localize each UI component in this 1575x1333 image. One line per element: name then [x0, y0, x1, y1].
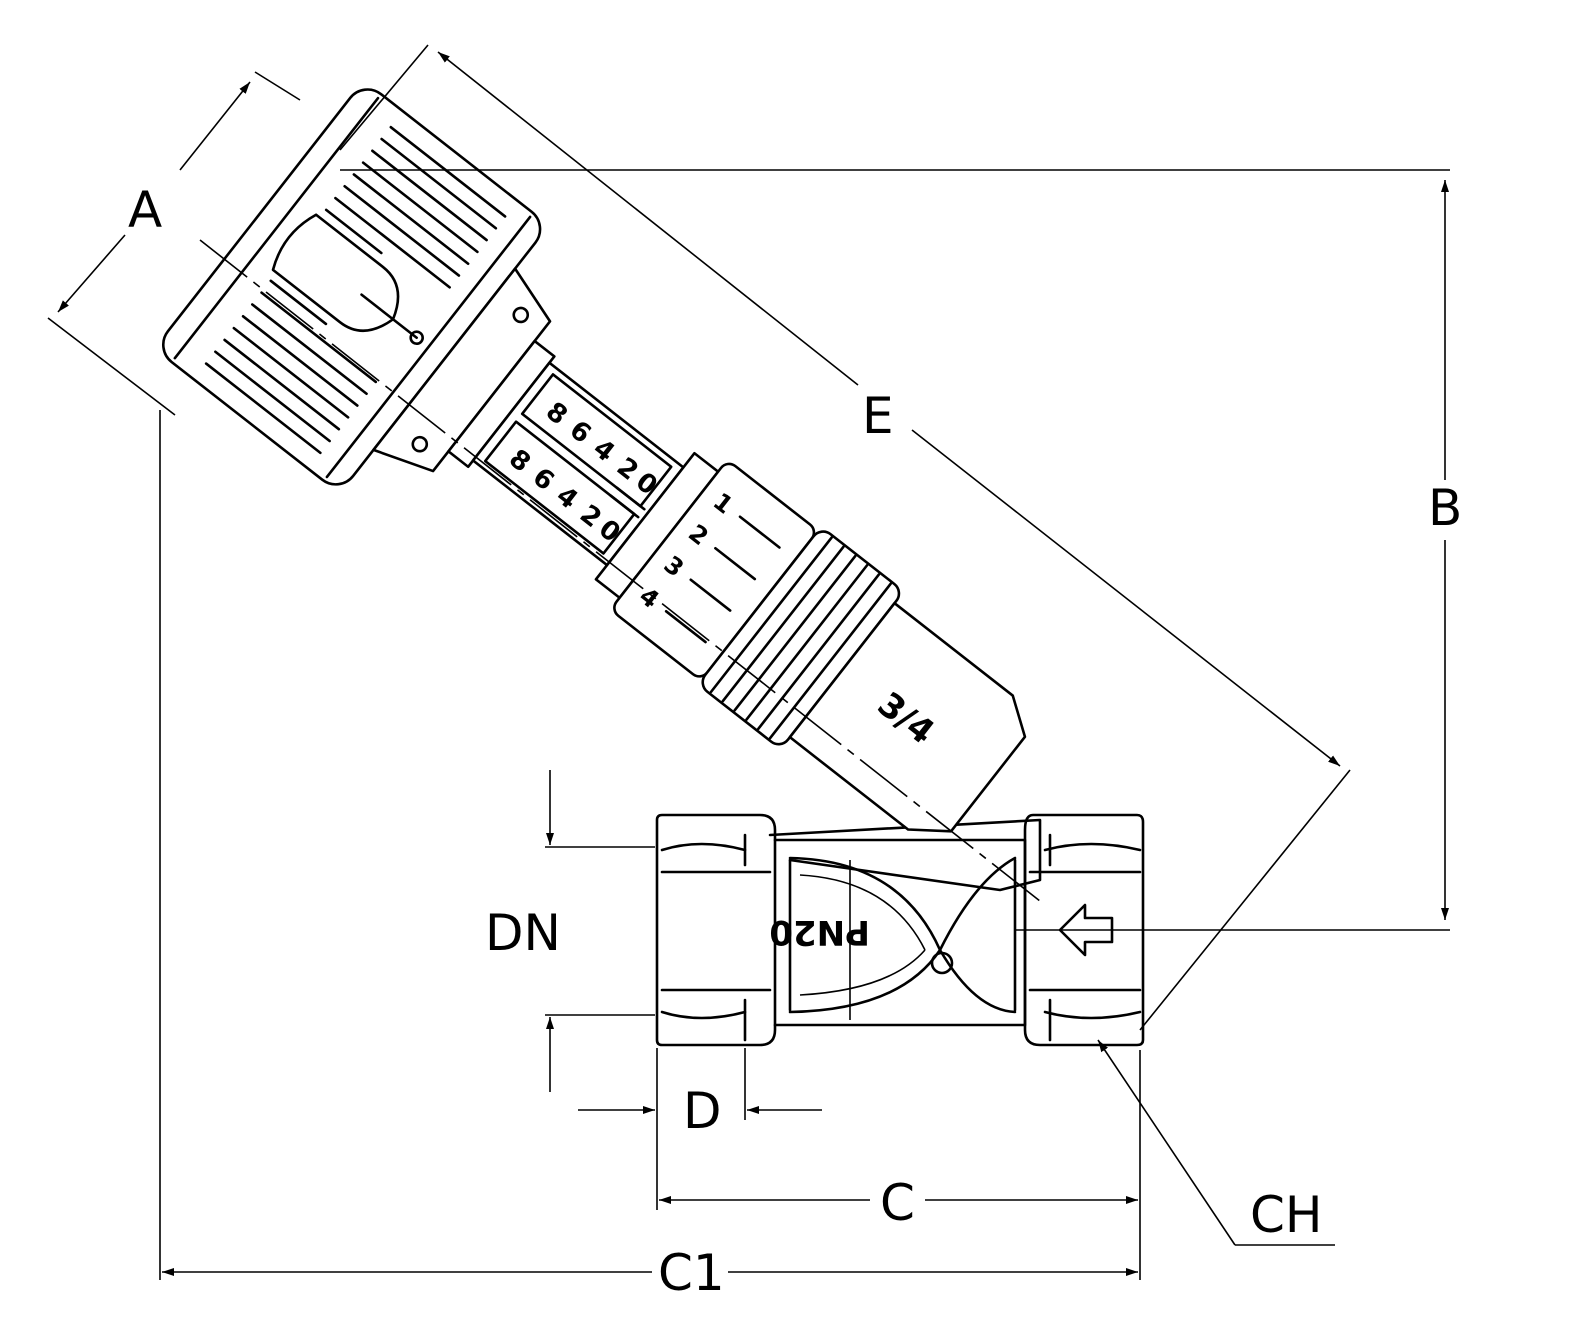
handle-centerline	[199, 239, 1046, 906]
dimension-c1: C1	[159, 410, 1141, 1302]
handwheel	[161, 88, 542, 486]
dimension-d: D	[578, 1048, 822, 1140]
dimension-dn: DN	[485, 770, 655, 1092]
dimension-b: B	[340, 169, 1462, 931]
ribbed-bonnet	[701, 530, 901, 746]
label-c1: C1	[658, 1244, 725, 1302]
index-ring: 1 2 3 4	[594, 451, 816, 678]
label-b: B	[1428, 479, 1462, 537]
dimension-e: E	[339, 44, 1351, 1031]
label-d: D	[683, 1082, 722, 1140]
label-e: E	[862, 387, 894, 445]
label-ch: CH	[1250, 1186, 1323, 1244]
dimension-a: A	[47, 71, 301, 416]
pressure-marking: PN20	[769, 912, 870, 952]
label-a: A	[128, 181, 162, 239]
dimension-c: C	[656, 1048, 1138, 1232]
label-c: C	[880, 1174, 915, 1232]
adjustment-scale: 8 6 4 2 0 8 6 4 2 0	[471, 361, 685, 567]
dimension-ch: CH	[1097, 1039, 1335, 1246]
label-dn: DN	[485, 904, 561, 962]
valve-handle-assembly: 8 6 4 2 0 8 6 4 2 0 1 2 3 4	[161, 88, 1027, 833]
